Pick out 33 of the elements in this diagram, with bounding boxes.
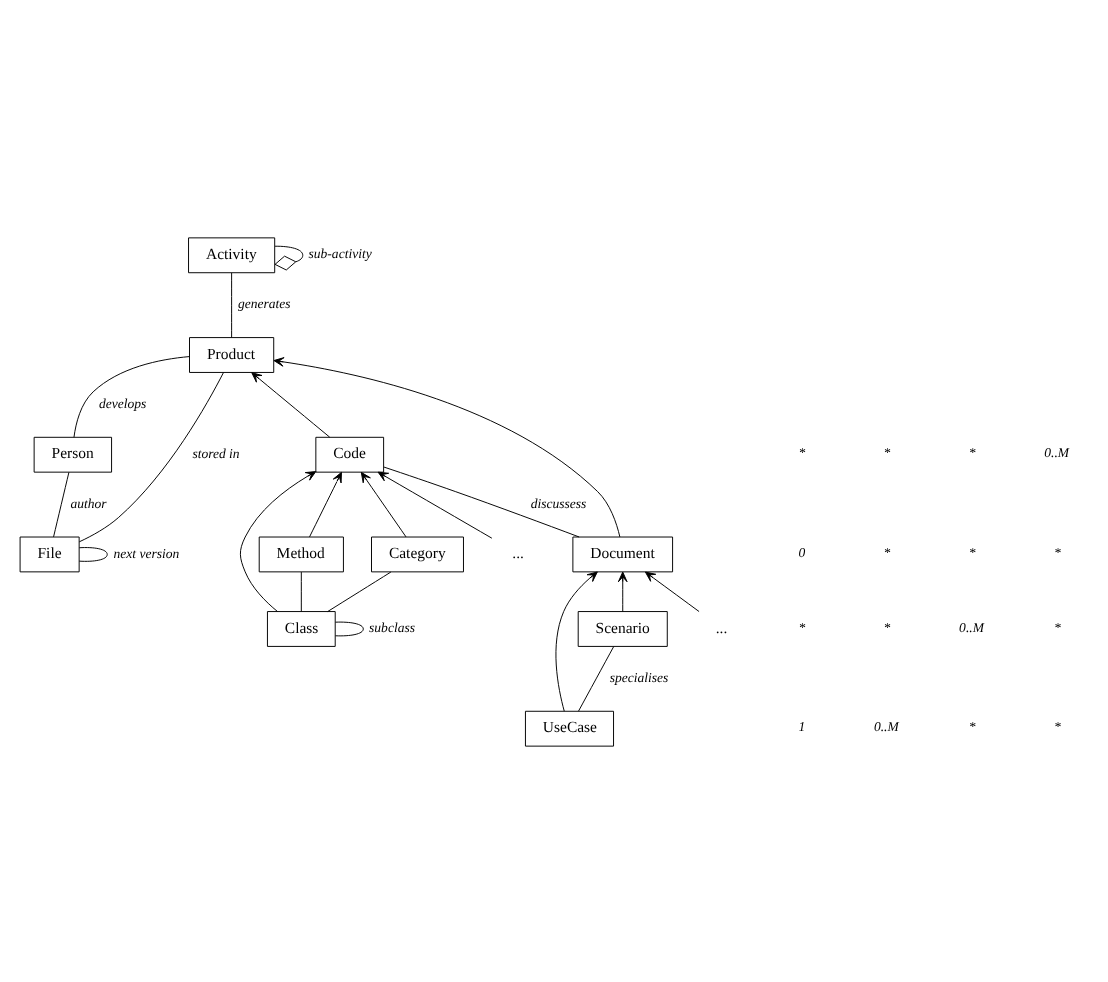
connector xyxy=(327,570,392,612)
arrow xyxy=(251,371,331,437)
connector xyxy=(274,244,304,270)
connector xyxy=(73,355,190,437)
connector xyxy=(78,371,224,542)
node-box: Product xyxy=(189,336,275,372)
connector xyxy=(578,645,615,711)
connector xyxy=(383,465,580,537)
connector xyxy=(300,570,302,612)
connector xyxy=(334,620,364,636)
node-box: Person xyxy=(33,435,113,472)
connector xyxy=(78,546,108,561)
node-box: Class xyxy=(266,610,336,646)
arrow xyxy=(644,570,700,612)
node-box: Category xyxy=(371,535,464,572)
connector xyxy=(53,470,70,537)
arrow xyxy=(360,470,407,537)
node-box: Code xyxy=(315,435,385,472)
arrow xyxy=(273,356,621,537)
arrow xyxy=(617,570,628,612)
node-box: File xyxy=(19,535,80,572)
node-text: ... xyxy=(715,617,728,636)
node-box: UseCase xyxy=(524,709,615,746)
node-box: Method xyxy=(258,535,344,572)
arrow xyxy=(555,570,598,711)
arrow xyxy=(309,470,342,537)
arrow xyxy=(239,470,317,611)
node-box: Document xyxy=(572,535,674,572)
arrow xyxy=(377,470,493,538)
node-box: Scenario xyxy=(577,610,668,646)
connector xyxy=(231,271,233,337)
node-text: ... xyxy=(512,543,524,562)
node-box: Activity xyxy=(188,236,276,273)
